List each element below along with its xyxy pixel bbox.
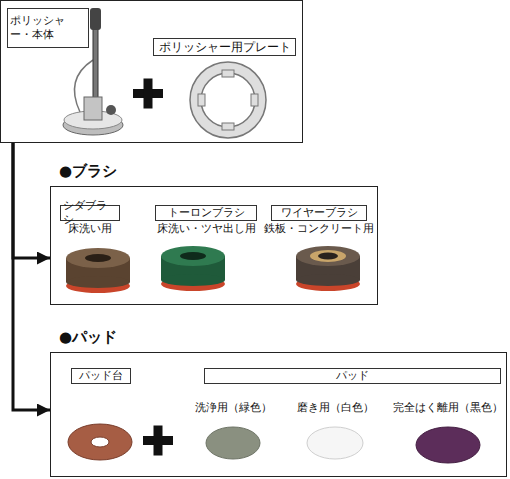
label-box: トーロンブラシ床洗い・ツヤ出し用 [155, 205, 257, 221]
part-name: ポリッシャー用プレート [159, 40, 291, 55]
white-pad [307, 427, 363, 459]
brush-bristles [66, 276, 130, 288]
brush-top [161, 246, 225, 266]
label-box: ワイヤーブラシ鉄板・コンクリート用 [271, 205, 367, 221]
polisher-wheel [106, 105, 116, 115]
plate-hole [201, 73, 255, 127]
flow-arrow [13, 143, 50, 410]
section-heading: ●ブラシ [59, 162, 117, 181]
plus-symbol [154, 426, 163, 456]
part-name: パッド [336, 369, 369, 383]
brush-hole [85, 254, 111, 262]
black-pad [416, 427, 480, 463]
usage-note: 床洗い用 [68, 222, 112, 236]
plate-tab [222, 70, 234, 77]
label-box: パッド [204, 368, 501, 384]
plate-tab [198, 94, 205, 106]
label-box: シダブラシ床洗い用 [60, 205, 120, 221]
part-name: トーロンブラシ [168, 206, 245, 220]
pad-base [68, 424, 132, 460]
part-name: ワイヤーブラシ [281, 206, 358, 220]
pad-base-hole [91, 437, 109, 447]
usage-note: 床洗い・ツヤ出し用 [157, 222, 256, 236]
brush-bristles [296, 274, 360, 286]
pad-usage-label: 洗浄用（緑色） [195, 400, 272, 415]
label-box: パッド台 [71, 368, 131, 384]
group-frame: ポリッシャー・本体ポリッシャー用プレート [0, 0, 303, 143]
part-name: パッド台 [79, 369, 123, 383]
plate-tab [222, 123, 234, 130]
pad-usage-label: 磨き用（白色） [297, 400, 374, 415]
pad-usage-label: 完全はく離用（黒色） [393, 400, 503, 415]
plate-tab [251, 94, 258, 106]
usage-note: 鉄板・コンクリート用 [264, 222, 374, 236]
polisher-motor [84, 97, 102, 120]
plus-symbol [144, 79, 153, 109]
brush-top [296, 246, 360, 266]
part-name: ポリッシャー・本体 [10, 14, 86, 42]
brush-hole [318, 253, 338, 260]
brush-hole [180, 252, 206, 260]
label-box: ポリッシャー用プレート [153, 38, 296, 56]
flow-arrow [13, 143, 50, 258]
green-pad [206, 427, 260, 459]
label-box: ポリッシャー・本体 [7, 8, 89, 48]
group-frame: ●パッドパッド台パッド [50, 352, 507, 477]
polisher-grip [90, 8, 101, 30]
section-heading: ●パッド [59, 328, 117, 347]
brush-inner-ring [310, 250, 346, 262]
brush-top [66, 248, 130, 268]
plate-ring [190, 62, 266, 138]
group-frame: ●ブラシシダブラシ床洗い用トーロンブラシ床洗い・ツヤ出し用ワイヤーブラシ鉄板・コ… [50, 186, 378, 305]
brush-bristles [161, 274, 225, 286]
